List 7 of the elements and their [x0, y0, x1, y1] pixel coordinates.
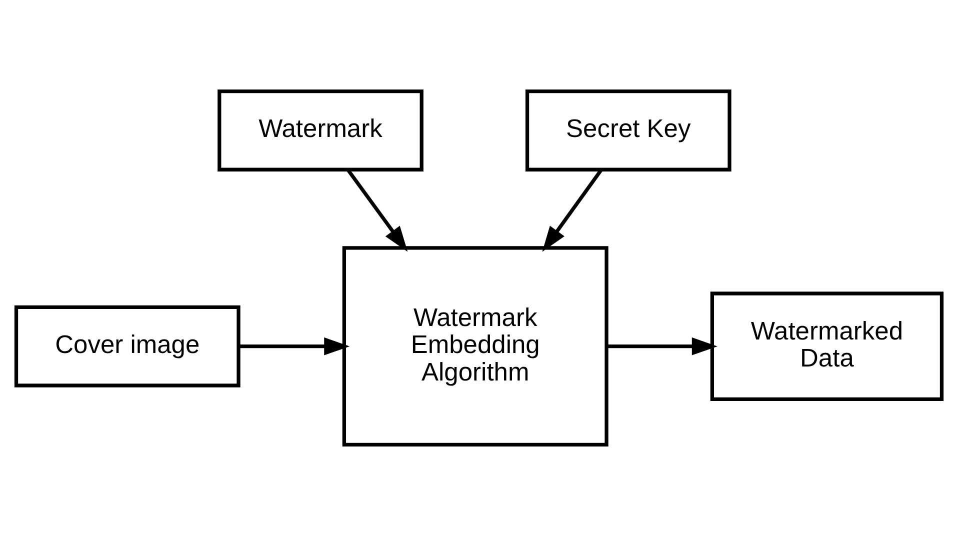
arrow — [607, 336, 718, 355]
node-box: Cover image — [14, 304, 240, 387]
node-box: Watermark Embedding Algorithm — [342, 246, 608, 446]
arrow — [238, 336, 350, 355]
node-box: Watermark — [218, 88, 424, 171]
node-box: Secret Key — [525, 88, 732, 171]
node-box: Watermarked Data — [710, 291, 944, 400]
